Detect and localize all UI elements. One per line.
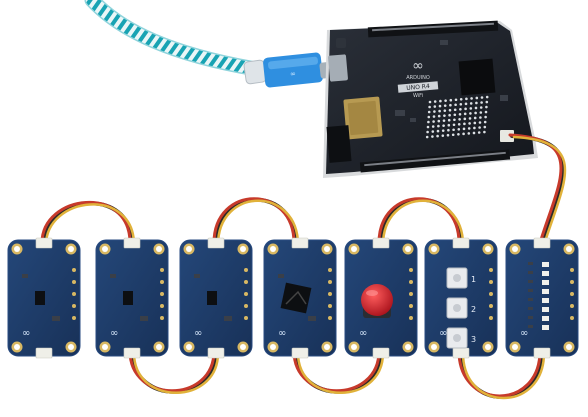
qwiic-connector-bottom — [372, 347, 390, 359]
qwiic-connector-bottom — [452, 347, 470, 359]
arduino-board: ∞ ARDUINO UNO R4 WiFi — [323, 20, 538, 178]
sensor-chip — [35, 291, 45, 305]
sensor-chip — [207, 291, 217, 305]
button-number-label: 1 — [471, 275, 476, 284]
rgb-led — [542, 262, 549, 267]
infinity-logo-icon: ∞ — [22, 328, 30, 339]
qwiic-connector-top — [123, 237, 141, 249]
module-6: ∞ 1 2 3 — [424, 237, 498, 359]
power-jack — [326, 125, 352, 163]
rgb-led — [542, 289, 549, 294]
infinity-logo-icon: ∞ — [194, 328, 202, 339]
main-chip — [458, 58, 496, 96]
brand-label: ARDUINO — [406, 75, 430, 81]
module-1: ∞ — [7, 237, 81, 359]
reset-button — [336, 38, 346, 48]
sensor-chip — [280, 282, 312, 314]
module-2: ∞ — [95, 237, 169, 359]
model-label: UNO R4 — [406, 83, 430, 92]
led-matrix — [425, 95, 489, 139]
qwiic-connector-bottom — [123, 347, 141, 359]
rgb-led — [542, 316, 549, 321]
qwiic-connector-bottom — [291, 347, 309, 359]
rgb-led — [542, 271, 549, 276]
svg-text:∞: ∞ — [290, 70, 297, 79]
variant-label: WiFi — [413, 93, 423, 99]
sensor-chip — [123, 291, 133, 305]
qwiic-cables — [40, 133, 567, 400]
qwiic-connector-top — [533, 237, 551, 249]
rgb-led — [542, 307, 549, 312]
infinity-logo-icon: ∞ — [110, 328, 118, 339]
infinity-logo-icon: ∞ — [359, 328, 367, 339]
module-3: ∞ — [179, 237, 253, 359]
header-pins — [364, 22, 506, 167]
modulino-row: ∞ ∞ ∞ ∞ ∞ ∞ 1 2 3 ∞ — [7, 237, 579, 359]
arduino-infinity-logo-icon: ∞ — [412, 58, 424, 74]
qwiic-connector-bottom — [533, 347, 551, 359]
button-number-label: 2 — [471, 305, 476, 314]
infinity-logo-icon: ∞ — [439, 328, 447, 339]
qwiic-connector-top — [452, 237, 470, 249]
qwiic-connector-top — [207, 237, 225, 249]
usb-port — [328, 54, 348, 82]
button-number-label: 3 — [471, 335, 476, 344]
qwiic-connector — [500, 130, 514, 142]
qwiic-connector-top — [372, 237, 390, 249]
red-button-cap — [361, 284, 393, 316]
infinity-logo-icon: ∞ — [278, 328, 286, 339]
infinity-logo-icon: ∞ — [520, 328, 528, 339]
rgb-led — [542, 325, 549, 330]
rgb-led — [542, 298, 549, 303]
module-5: ∞ — [344, 237, 418, 359]
module-7: ∞ — [505, 237, 579, 359]
qwiic-connector-top — [35, 237, 53, 249]
qwiic-connector-top — [291, 237, 309, 249]
module-4: ∞ — [263, 237, 337, 359]
rgb-led — [542, 280, 549, 285]
qwiic-connector-bottom — [207, 347, 225, 359]
qwiic-connector-bottom — [35, 347, 53, 359]
